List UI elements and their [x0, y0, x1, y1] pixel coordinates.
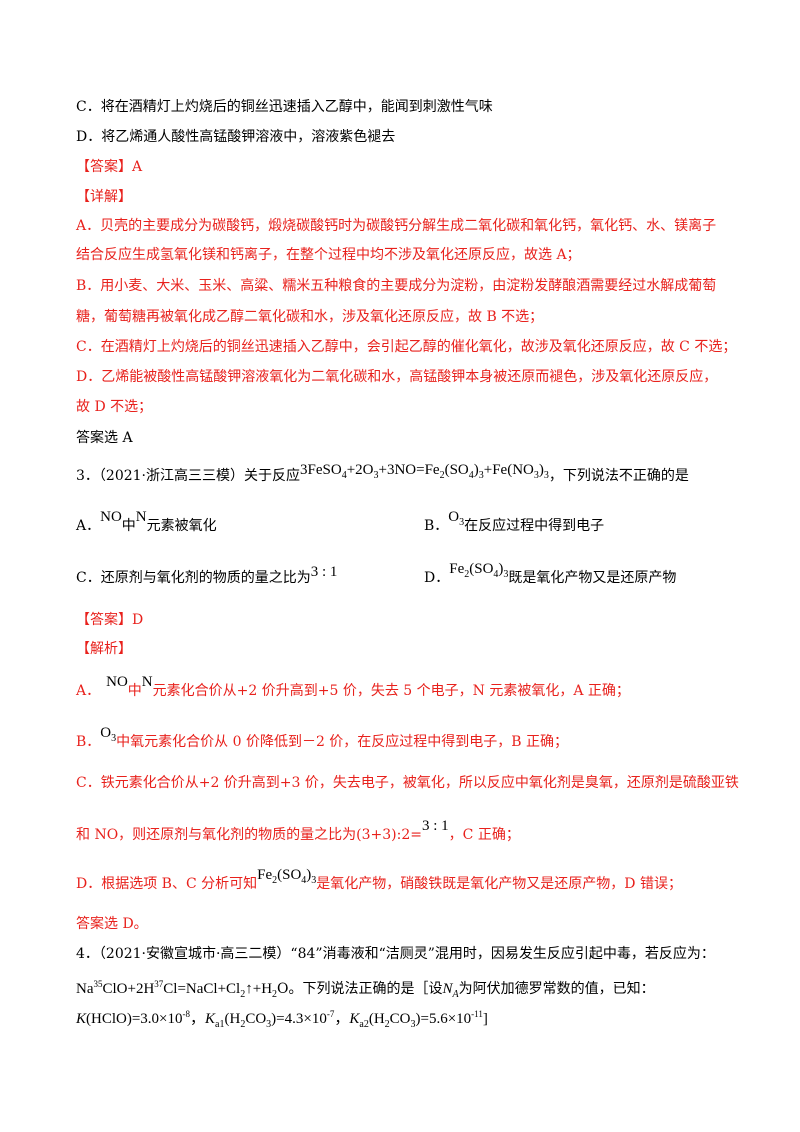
avogadro-symbol: NA	[442, 981, 459, 1000]
q3-analysis-d: D．根据选项 B、C 分析可知Fe2(SO4)3是氧化产物，硝酸铁既是氧化产物又…	[76, 867, 682, 892]
formula-o3: O3	[100, 725, 117, 744]
q3-option-c: C．还原剂与氧化剂的物质的量之比为3 : 1	[76, 564, 338, 586]
q2-detail-line: 故 D 不选；	[76, 399, 153, 415]
q2-detail-line: B．用小麦、大米、玉米、高粱、糯米五种粮食的主要成分为淀粉，由淀粉发酵酿酒需要经…	[76, 278, 717, 294]
q2-detail-line: D．乙烯能被酸性高锰酸钾溶液氧化为二氧化碳和水，高锰酸钾本身被还原而褪色，涉及氧…	[76, 369, 718, 385]
q2-detail-line: A．贝壳的主要成分为碳酸钙，煅烧碳酸钙时为碳酸钙分解生成二氧化碳和氧化钙，氧化钙…	[76, 218, 717, 234]
formula-no: NO	[100, 509, 122, 525]
q3-analysis-a: A．NO中N元素化合价从+2 价升高到+5 价，失去 5 个电子，N 元素被氧化…	[76, 674, 630, 699]
q2-answer: 【答案】A	[76, 159, 143, 175]
ratio-value: 3 : 1	[310, 564, 338, 580]
q3-reaction-equation: 3FeSO4+2O3+3NO=Fe2(SO4)3+Fe(NO3)3	[300, 462, 549, 481]
formula-o3: O3	[448, 509, 465, 528]
ratio-value: 3 : 1	[422, 818, 449, 834]
q3-analysis-b: B．O3中氧元素化合价从 0 价降低到－2 价，在反应过程中得到电子，B 正确；	[76, 725, 569, 750]
q4-stem-line2: Na35ClO+2H37Cl=NaCl+Cl2↑+H2O。下列说法正确的是［设N…	[76, 979, 655, 1000]
q3-stem-suffix: ，下列说法不正确的是	[548, 468, 689, 484]
q4-stem-line3: K(HClO)=3.0×10-8，Ka1(H2CO3)=4.3×10-7，Ka2…	[76, 1009, 488, 1030]
q3-options-row-2: C．还原剂与氧化剂的物质的量之比为3 : 1 D．Fe2(SO4)3既是氧化产物…	[76, 561, 726, 588]
q3-analysis-c-line1: C．铁元素化合价从+2 价升高到+3 价，失去电子，被氧化，所以反应中氧化剂是臭…	[76, 775, 739, 791]
q3-analysis-heading: 【解析】	[76, 641, 132, 657]
formula-n: N	[135, 509, 147, 525]
q3-analysis-c-line2: 和 NO，则还原剂与氧化剂的物质的量之比为(3+3):2=3 : 1，C 正确；	[76, 818, 520, 843]
q3-option-a: A．NO中N元素被氧化	[76, 509, 217, 534]
q3-conclusion: 答案选 D。	[76, 916, 148, 932]
q4-stem-line1: 4．（2021·安徽宣城市·高三二模）“84”消毒液和“洁厕灵”混用时，因易发生…	[76, 946, 715, 962]
q2-detail-line: C．在酒精灯上灼烧后的铜丝迅速插入乙醇中，会引起乙醇的催化氧化，故涉及氧化还原反…	[76, 339, 737, 355]
q2-detail-line: 糖，葡萄糖再被氧化成乙醇二氧化碳和水，涉及氧化还原反应，故 B 不选；	[76, 309, 544, 325]
q3-options-row-1: A．NO中N元素被氧化 B．O3在反应过程中得到电子	[76, 509, 726, 536]
q2-option-d: D．将乙烯通人酸性高锰酸钾溶液中，溶液紫色褪去	[76, 129, 396, 145]
q2-conclusion: 答案选 A	[76, 430, 133, 446]
formula-na35clo: Na35	[76, 979, 103, 997]
q2-option-c: C．将在酒精灯上灼烧后的铜丝迅速插入乙醇中，能闻到刺激性气味	[76, 99, 493, 115]
q3-option-d: D．Fe2(SO4)3既是氧化产物又是还原产物	[424, 561, 677, 586]
formula-fe2so43: Fe2(SO4)3	[449, 561, 509, 580]
formula-n: N	[141, 674, 153, 690]
q3-stem-prefix: 3．（2021·浙江高三三模）关于反应	[76, 468, 300, 484]
q2-detail-line: 结合反应生成氢氧化镁和钙离子，在整个过程中均不涉及氧化还原反应，故选 A；	[76, 247, 581, 263]
q3-answer: 【答案】D	[76, 612, 144, 628]
formula-fe2so43: Fe2(SO4)3	[257, 867, 317, 886]
q3-option-b: B．O3在反应过程中得到电子	[424, 509, 605, 534]
formula-no: NO	[106, 674, 128, 690]
q3-stem: 3．（2021·浙江高三三模）关于反应3FeSO4+2O3+3NO=Fe2(SO…	[76, 462, 726, 492]
q2-detail-heading: 【详解】	[76, 189, 132, 205]
